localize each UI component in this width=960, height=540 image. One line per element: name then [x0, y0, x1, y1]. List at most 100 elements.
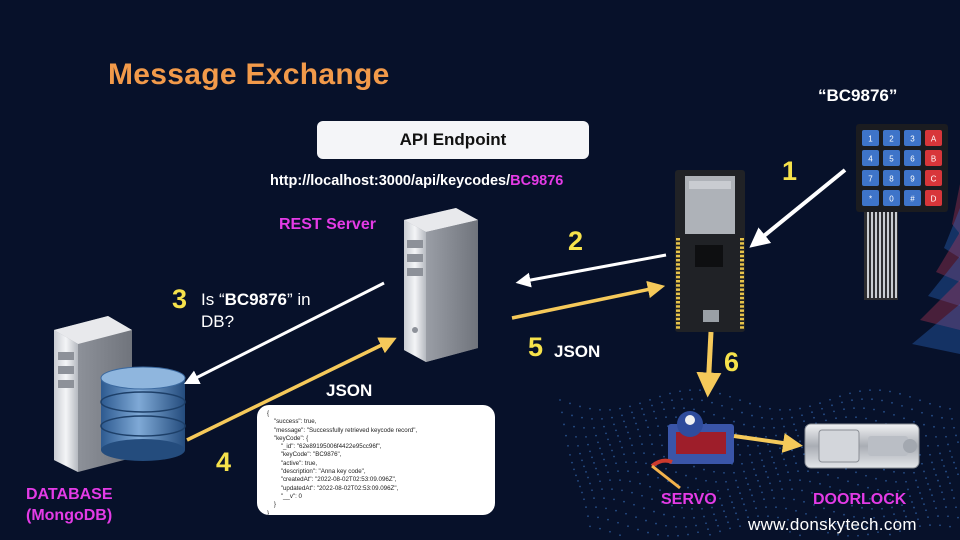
keypad-key	[925, 170, 942, 186]
background-dot	[615, 429, 617, 432]
background-dot	[587, 515, 589, 518]
background-dot	[799, 407, 801, 410]
background-dot	[793, 455, 795, 458]
background-stripe	[936, 232, 960, 282]
keypad-key-label: 3	[910, 135, 915, 144]
background-dot	[705, 522, 707, 525]
arrow-5	[511, 280, 666, 320]
background-dot	[917, 486, 919, 489]
esp32-pin	[676, 259, 680, 262]
background-dot	[813, 503, 815, 506]
background-dot	[765, 470, 767, 473]
background-dot	[579, 485, 581, 488]
background-dot	[683, 407, 685, 410]
background-dot	[573, 425, 575, 428]
background-dot	[593, 462, 595, 464]
step-3-text: Is “BC9876” in DB?	[201, 289, 391, 333]
esp32-pin	[676, 296, 680, 300]
background-dot	[873, 408, 875, 411]
background-dot	[867, 486, 869, 489]
esp32-pin	[740, 326, 744, 329]
background-dot	[895, 481, 897, 483]
background-dot	[881, 507, 883, 510]
background-dot	[669, 492, 671, 495]
esp32-pin	[740, 263, 744, 266]
background-dot	[561, 411, 563, 414]
background-dot	[639, 435, 641, 438]
background-dot	[661, 501, 663, 504]
background-dot	[597, 441, 599, 444]
background-dot	[855, 526, 857, 528]
background-dot	[657, 476, 659, 479]
background-dot	[783, 458, 785, 461]
background-dot	[869, 389, 871, 392]
background-dot	[625, 512, 627, 515]
background-dot	[949, 482, 951, 485]
background-dot	[639, 482, 641, 485]
keypad-key	[862, 170, 879, 186]
background-dot	[611, 449, 613, 452]
background-dot	[629, 437, 631, 440]
background-dot	[853, 407, 855, 410]
background-dot	[663, 455, 665, 458]
background-dot	[783, 425, 785, 428]
step-3-number: 3	[172, 284, 188, 314]
background-dot	[735, 512, 737, 515]
esp32-pin	[676, 288, 680, 291]
background-dot	[683, 516, 685, 519]
rest-server-icon	[404, 208, 478, 362]
background-dot	[911, 408, 913, 411]
page-title: Message Exchange	[108, 58, 390, 91]
background-dot	[793, 498, 795, 501]
background-dot	[855, 416, 857, 419]
background-dot	[831, 404, 833, 407]
background-dot	[735, 432, 737, 435]
background-dot	[635, 461, 637, 464]
background-dot	[923, 470, 925, 473]
background-dot	[701, 507, 703, 510]
background-dot	[595, 467, 597, 470]
keypad-key	[883, 150, 900, 166]
background-dot	[811, 491, 813, 494]
background-dot	[609, 444, 611, 446]
background-dot	[611, 488, 613, 491]
esp32-pin	[676, 305, 680, 308]
background-dot	[703, 515, 705, 518]
background-dot	[737, 518, 739, 521]
background-dot	[899, 497, 901, 500]
background-dot	[697, 531, 699, 534]
background-dot	[697, 488, 699, 491]
background-dot	[949, 525, 951, 528]
background-dot	[759, 485, 761, 488]
keypad-key-label: C	[931, 175, 937, 184]
background-dot	[653, 453, 655, 456]
background-dot	[865, 474, 867, 477]
background-dot	[893, 413, 895, 416]
esp32-pin	[676, 254, 680, 258]
esp32-pin	[740, 322, 744, 325]
background-dot	[897, 489, 899, 492]
background-dot	[749, 488, 751, 491]
background-dot	[759, 524, 761, 527]
background-dot	[749, 453, 751, 456]
background-dot	[587, 443, 589, 446]
background-dot	[675, 416, 677, 419]
keypad-key	[862, 190, 879, 206]
background-dot	[827, 531, 829, 534]
background-dot	[921, 462, 923, 465]
background-dot	[755, 474, 757, 477]
step-4-number: 4	[216, 447, 232, 477]
background-dot	[919, 399, 921, 402]
step-3-text-b: ” in	[286, 290, 311, 309]
background-dot	[619, 407, 621, 410]
background-dot	[829, 398, 831, 401]
background-dot	[663, 408, 665, 411]
background-dot	[643, 452, 645, 455]
background-dot	[591, 456, 593, 459]
background-dot	[899, 392, 901, 395]
background-dot	[879, 389, 881, 392]
background-dot	[715, 480, 717, 483]
background-dot	[793, 423, 795, 426]
background-dot	[767, 515, 769, 518]
step-1-number: 1	[782, 156, 798, 186]
